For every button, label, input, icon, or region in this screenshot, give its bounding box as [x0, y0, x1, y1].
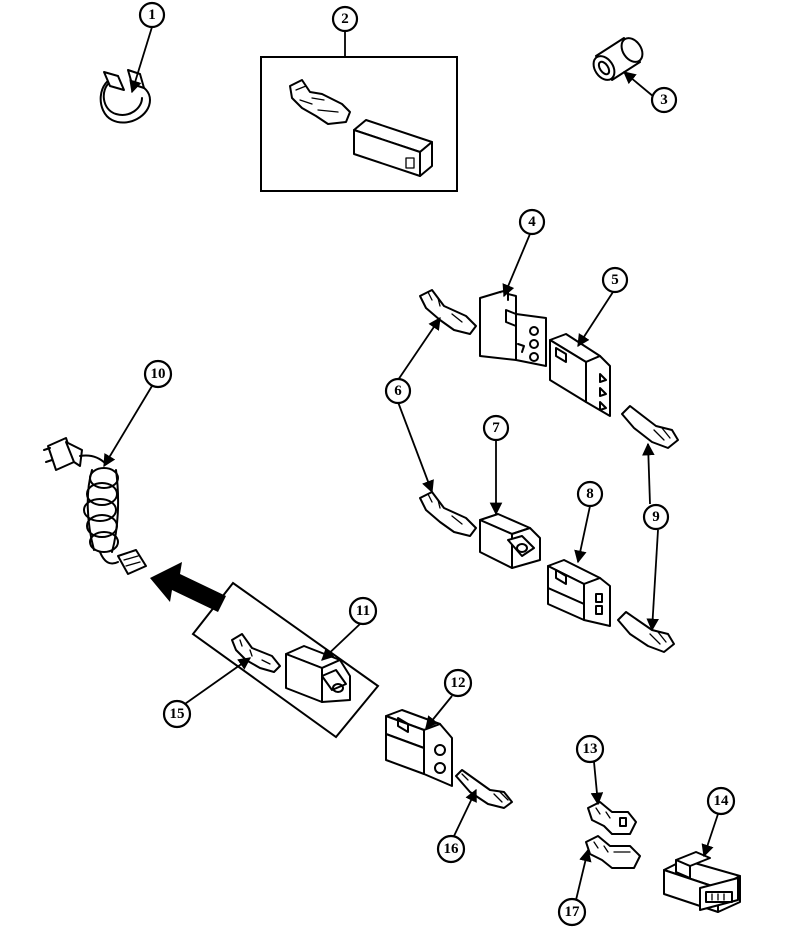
svg-text:2: 2	[341, 11, 349, 27]
callout-15: 15	[162, 699, 192, 729]
svg-text:7: 7	[492, 420, 500, 436]
part-17-terminal	[585, 835, 641, 869]
inset-box	[191, 581, 380, 739]
callout-10: 10	[143, 359, 173, 389]
part-7-housing	[479, 513, 541, 569]
callout-12: 12	[443, 668, 473, 698]
svg-text:5: 5	[611, 272, 619, 288]
svg-text:16: 16	[444, 841, 460, 857]
callout-2: 2	[331, 5, 359, 33]
svg-text:4: 4	[528, 214, 536, 230]
svg-text:14: 14	[714, 793, 730, 809]
part-2-box	[260, 56, 458, 192]
part-9-terminal-lower	[617, 611, 675, 653]
svg-text:12: 12	[451, 675, 466, 691]
svg-text:17: 17	[565, 904, 581, 920]
part-6-terminal-upper	[419, 289, 477, 335]
svg-text:8: 8	[586, 486, 594, 502]
part-16-terminal	[455, 769, 513, 809]
part-6-terminal-lower	[419, 491, 477, 537]
svg-text:9: 9	[652, 509, 660, 525]
callout-14: 14	[706, 786, 736, 816]
callout-6: 6	[384, 377, 412, 405]
svg-text:13: 13	[583, 741, 598, 757]
svg-text:1: 1	[148, 7, 156, 23]
part-1-clamp	[99, 69, 151, 124]
callout-11: 11	[348, 596, 378, 626]
svg-text:15: 15	[170, 706, 185, 722]
part-2-terminal-kit	[260, 56, 458, 192]
callout-16: 16	[436, 834, 466, 864]
part-4-housing	[479, 289, 547, 367]
part-3-sleeve	[592, 37, 644, 81]
part-5-receptacle	[549, 333, 611, 417]
callout-8: 8	[576, 480, 604, 508]
svg-text:11: 11	[356, 603, 370, 619]
svg-text:6: 6	[394, 383, 402, 399]
part-2-terminal	[289, 79, 351, 125]
callout-4: 4	[518, 208, 546, 236]
part-13-terminal	[587, 801, 637, 835]
svg-text:3: 3	[660, 92, 668, 108]
callout-9: 9	[642, 503, 670, 531]
part-8-receptacle	[547, 559, 611, 627]
callout-1: 1	[138, 1, 166, 29]
part-9-terminal-upper	[621, 405, 679, 449]
svg-text:10: 10	[151, 366, 166, 382]
part-11-housing	[285, 645, 351, 703]
callout-5: 5	[601, 266, 629, 294]
callout-17: 17	[557, 897, 587, 927]
part-14-housing	[663, 851, 741, 913]
part-10-cord	[43, 437, 147, 575]
callout-13: 13	[575, 734, 605, 764]
callout-3: 3	[650, 86, 678, 114]
big-arrow	[150, 562, 226, 612]
part-2-insulator	[353, 119, 433, 177]
part-12-housing	[385, 709, 453, 787]
part-15-terminal	[231, 633, 281, 673]
leader-lines	[103, 26, 719, 901]
callout-7: 7	[482, 414, 510, 442]
